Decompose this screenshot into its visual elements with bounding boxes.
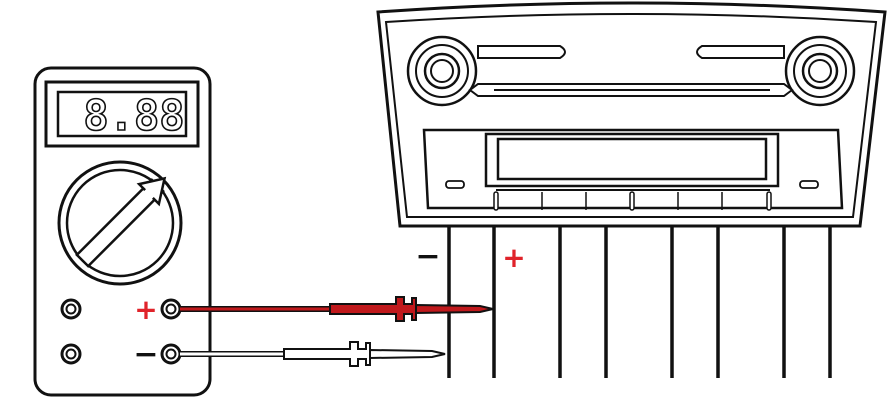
preset-separator bbox=[493, 191, 499, 211]
wire-harness bbox=[447, 227, 832, 378]
wire-plus-label: + bbox=[502, 241, 525, 274]
multimeter: 8.88 + − bbox=[33, 66, 212, 397]
terminal-left-bottom[interactable] bbox=[60, 343, 82, 365]
indicator-right bbox=[799, 180, 819, 189]
preset-separator bbox=[629, 191, 635, 211]
indicator-left bbox=[445, 180, 465, 189]
display-window bbox=[56, 90, 188, 138]
eject-button-right[interactable] bbox=[696, 45, 785, 59]
black-probe[interactable] bbox=[180, 341, 446, 367]
terminal-plus[interactable] bbox=[160, 298, 182, 320]
car-radio bbox=[376, 1, 887, 228]
black-probe-handle bbox=[283, 341, 371, 367]
display-readout: 8.88 bbox=[83, 91, 184, 140]
red-probe-handle bbox=[329, 296, 417, 322]
terminal-minus[interactable] bbox=[160, 343, 182, 365]
preset-buttons bbox=[493, 189, 772, 211]
radio-display-screen bbox=[496, 137, 768, 181]
multimeter-minus-label: − bbox=[133, 337, 158, 372]
rotary-selector-icon[interactable] bbox=[57, 160, 183, 286]
tune-knob[interactable] bbox=[784, 35, 856, 107]
volume-knob[interactable] bbox=[406, 35, 478, 107]
terminal-left-top[interactable] bbox=[60, 298, 82, 320]
red-probe-tip bbox=[415, 303, 494, 315]
multimeter-plus-label: + bbox=[134, 293, 157, 326]
red-probe[interactable] bbox=[180, 296, 494, 322]
wire-minus-label: − bbox=[415, 239, 440, 274]
preset-separator bbox=[766, 191, 772, 211]
eject-button-left[interactable] bbox=[477, 45, 566, 59]
black-probe-tip bbox=[369, 348, 446, 360]
